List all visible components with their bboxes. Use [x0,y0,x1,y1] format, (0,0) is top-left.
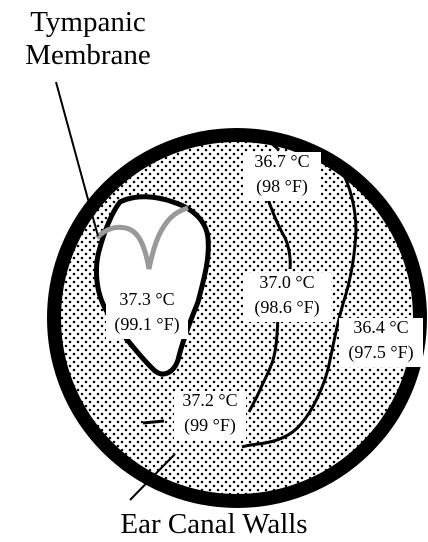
temperature-fahrenheit: (99.1 °F) [106,315,188,339]
temperature-reading-outer-wall: 36.4 °C (97.5 °F) [339,318,423,367]
tympanic-membrane-leader [56,82,98,236]
tympanic-membrane-label-line-2: Membrane [6,41,170,74]
temperature-fahrenheit: (98.6 °F) [243,298,331,322]
temperature-reading-lower-wall: 37.2 °C (99 °F) [174,391,246,440]
temperature-celsius: 37.2 °C [174,391,246,416]
tympanic-membrane-label: Tympanic Membrane [6,8,170,74]
isotherm-tick-left [143,421,164,423]
temperature-reading-upper-wall: 36.7 °C (98 °F) [243,152,321,201]
temperature-celsius: 37.0 °C [243,273,331,298]
temperature-reading-membrane: 37.3 °C (99.1 °F) [106,290,188,339]
temperature-reading-middle-wall: 37.0 °C (98.6 °F) [243,273,331,322]
temperature-fahrenheit: (98 °F) [243,177,321,201]
temperature-fahrenheit: (97.5 °F) [339,343,423,367]
temperature-celsius: 36.7 °C [243,152,321,177]
temperature-celsius: 37.3 °C [106,290,188,315]
ear-canal-walls-label: Ear Canal Walls [0,510,428,539]
tympanic-membrane-label-line-1: Tympanic [6,8,170,41]
temperature-fahrenheit: (99 °F) [174,416,246,440]
temperature-celsius: 36.4 °C [339,318,423,343]
